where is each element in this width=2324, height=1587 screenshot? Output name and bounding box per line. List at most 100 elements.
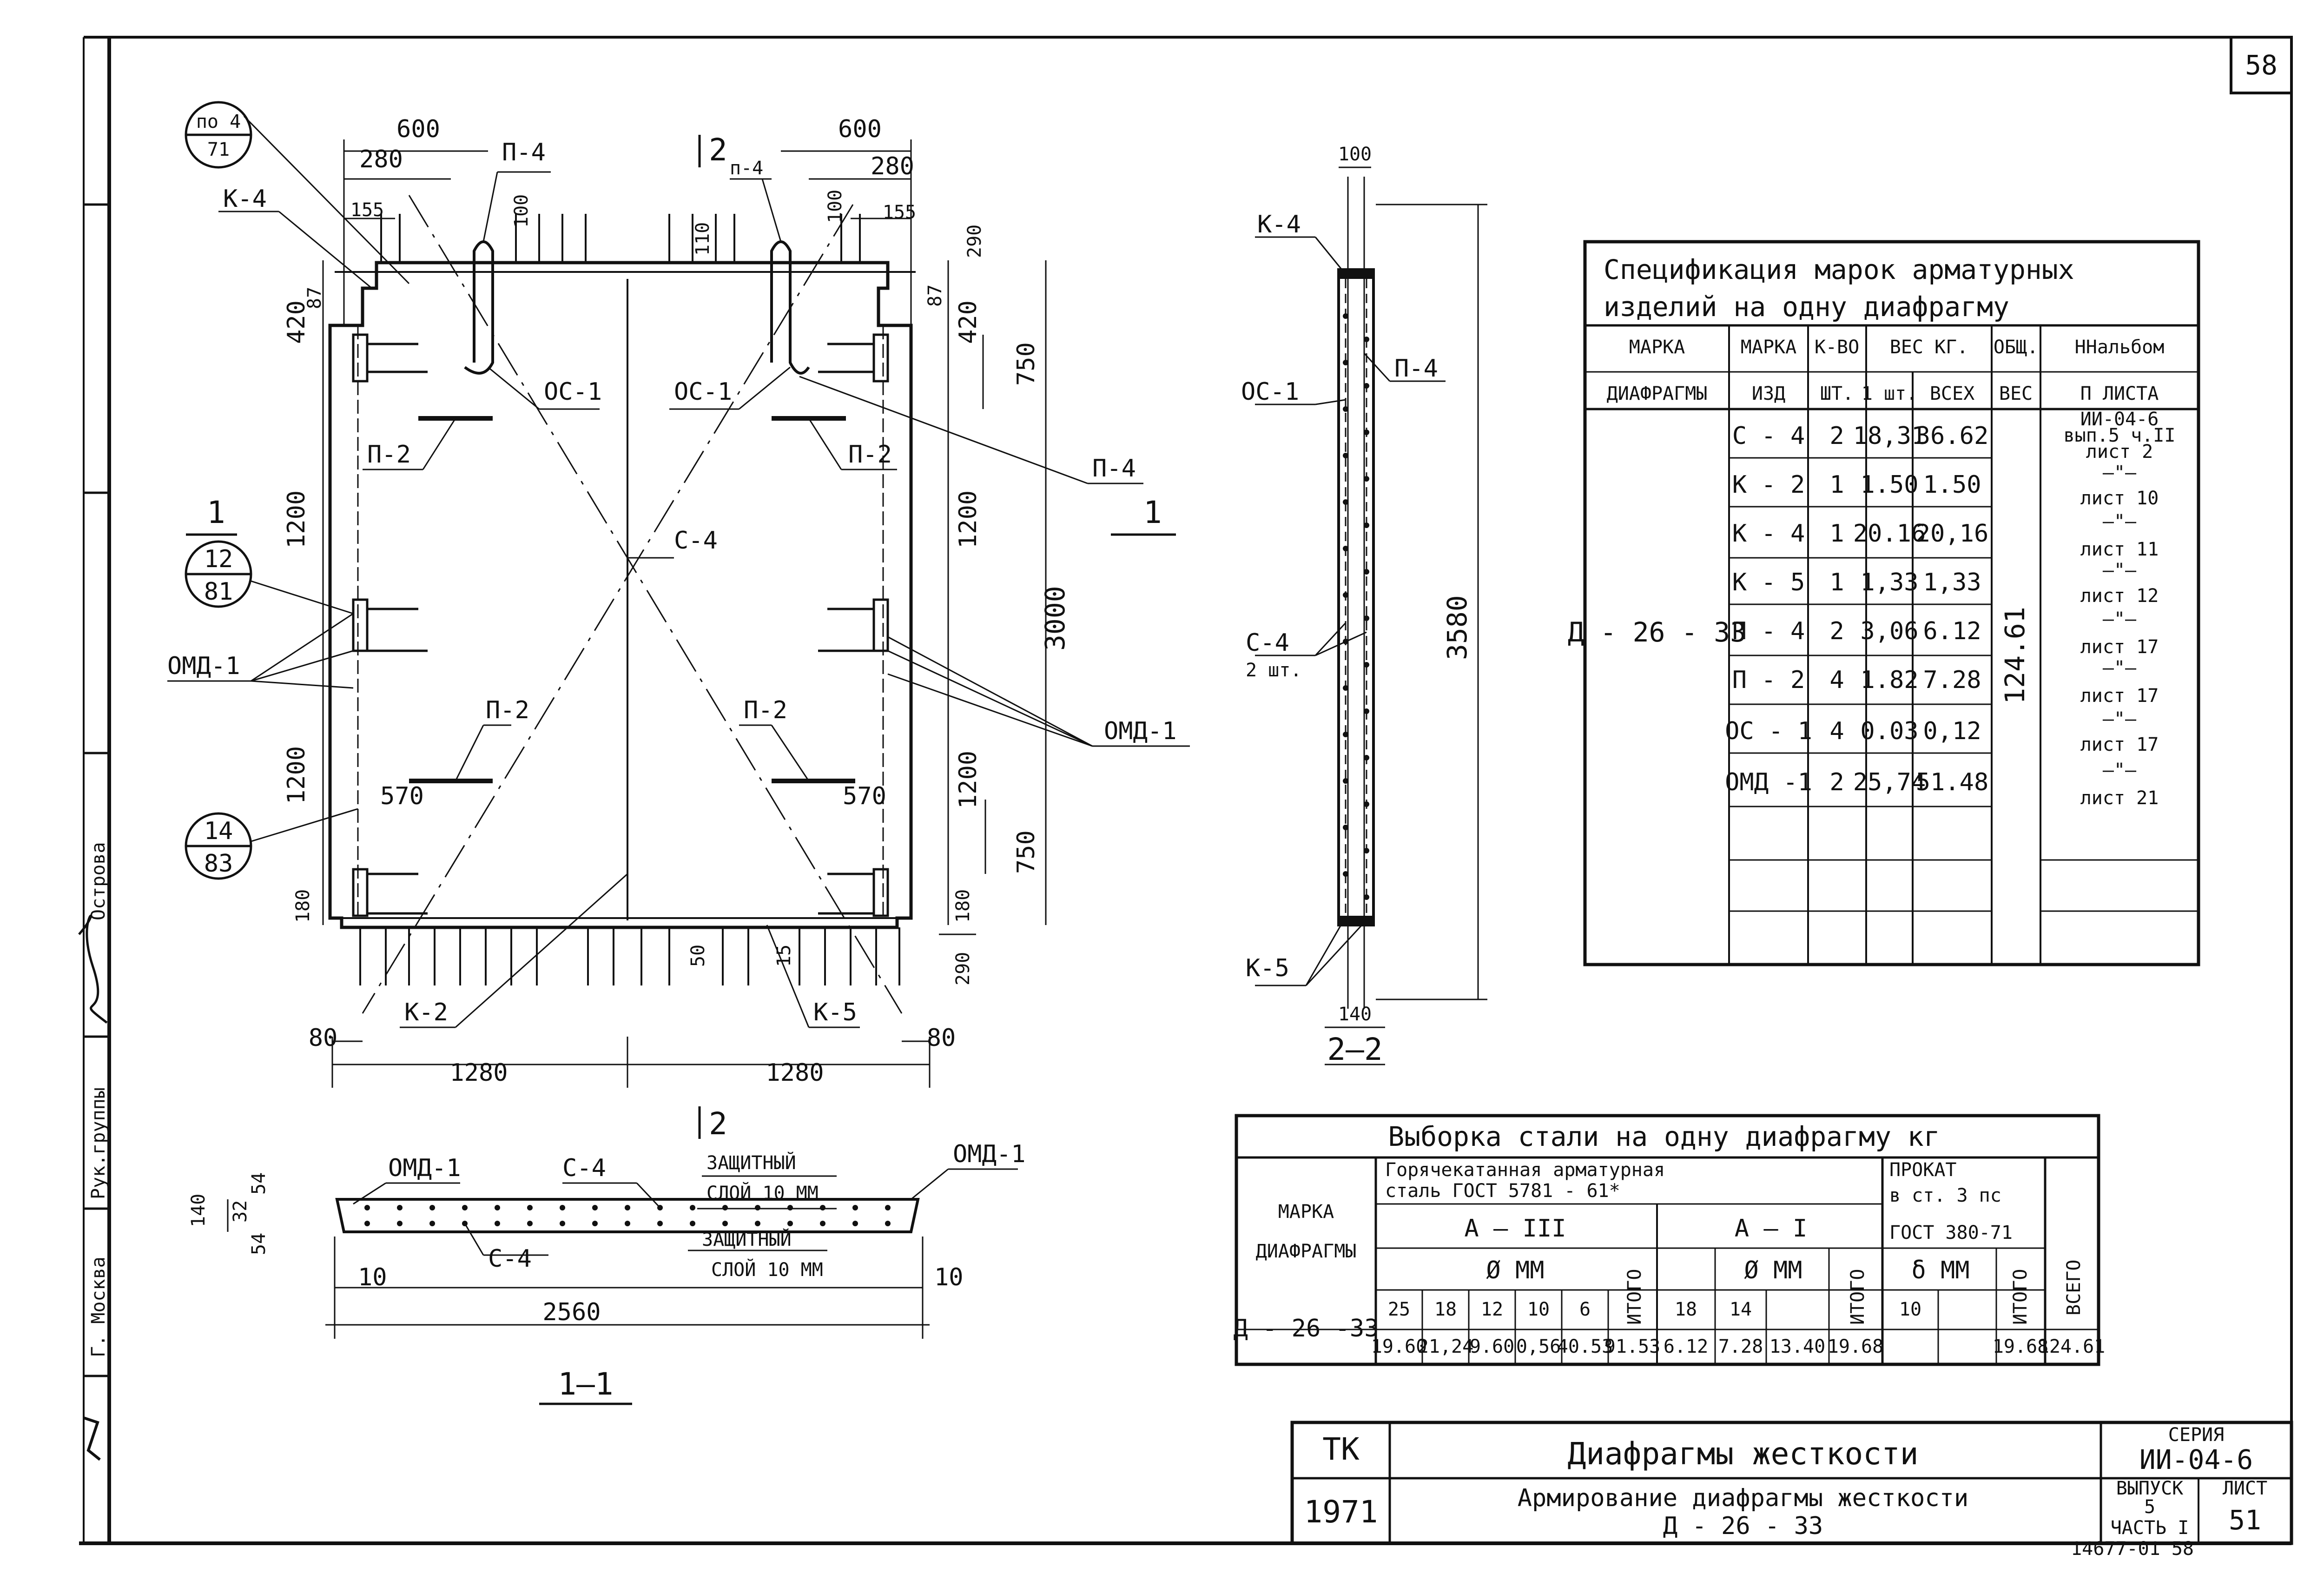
spec-r2-count: 1 xyxy=(1829,520,1844,548)
sheet-number: 58 xyxy=(2245,49,2278,81)
s22-label-c4: С-4 xyxy=(1246,629,1289,657)
label-k2: К-2 xyxy=(404,998,448,1026)
section-2-top: 2 xyxy=(709,132,727,168)
dim-110: 110 xyxy=(692,222,713,256)
steel-itogo-rolled: ИТОГО xyxy=(2010,1269,2031,1325)
bottom-code: 14677-01 58 xyxy=(2071,1538,2194,1560)
dim-420-right: 420 xyxy=(954,300,982,344)
callout-mid-upper: 12 xyxy=(204,545,233,573)
steel-dia-a1: Ø ММ xyxy=(1744,1256,1802,1284)
dim-1280-right: 1280 xyxy=(766,1059,824,1087)
spec-h-weight: ВЕС КГ. xyxy=(1890,337,1968,358)
spec-r4-w1: 3,06 xyxy=(1860,617,1918,645)
s11-c4-top: С-4 xyxy=(562,1154,606,1182)
label-os1-left: ОС-1 xyxy=(544,378,602,406)
steel-vsego: ВСЕГО xyxy=(2063,1260,2085,1316)
steel-mark-1: МАРКА xyxy=(1278,1201,1334,1223)
spec-h-total-2: ВЕС xyxy=(1999,383,2033,404)
title-block xyxy=(1290,1421,2293,1545)
spec-r5-count: 4 xyxy=(1829,666,1844,694)
s11-dim-2560: 2560 xyxy=(542,1298,601,1326)
dim-3000: 3000 xyxy=(1039,586,1071,651)
steel-v3: 0,56 xyxy=(1516,1336,1561,1357)
steel-size-delta-10: 10 xyxy=(1899,1299,1921,1320)
tb-year: 1971 xyxy=(1304,1494,1378,1530)
spec-r1-item: К - 2 xyxy=(1732,471,1805,499)
side-stamp: Острова Рук.группы Г. Москва xyxy=(78,842,109,1461)
dim-100-right: 100 xyxy=(825,190,846,223)
callout-texts: по 4 71 12 81 14 83 xyxy=(196,111,241,878)
steel-title: Выборка стали на одну диафрагму кг xyxy=(1388,1121,1940,1152)
dim-100-left: 100 xyxy=(511,194,532,228)
steel-v5: 91.53 xyxy=(1604,1336,1660,1357)
dim-750-top: 750 xyxy=(1012,342,1040,386)
label-p2-upper-left: П-2 xyxy=(367,441,411,469)
tb-series-label: СЕРИЯ xyxy=(2168,1424,2224,1446)
steel-v1: 21,24 xyxy=(1418,1336,1473,1357)
spec-r5-wall: 7.28 xyxy=(1923,666,1981,694)
spec-r7-wall: 51.48 xyxy=(1916,768,1989,796)
spec-r3-count: 1 xyxy=(1829,569,1844,596)
stamp-moskva: Г. Москва xyxy=(88,1256,109,1357)
steel-itogo-a1: ИТОГО xyxy=(1847,1269,1868,1325)
dim-80-right: 80 xyxy=(927,1024,956,1052)
steel-size-10: 10 xyxy=(1527,1299,1550,1320)
spec-table xyxy=(1583,240,2200,966)
dim-570-left: 570 xyxy=(380,782,424,810)
section-1-left: 1 xyxy=(207,495,225,530)
spec-r4-item: П - 4 xyxy=(1732,617,1805,645)
spec-r3-wall: 1,33 xyxy=(1923,569,1981,596)
dim-50: 50 xyxy=(687,945,709,967)
dim-87-left: 87 xyxy=(304,287,325,309)
s11-title: 1—1 xyxy=(558,1366,613,1402)
dim-80-left: 80 xyxy=(309,1024,338,1052)
steel-v8: 13.40 xyxy=(1769,1336,1825,1357)
steel-size-a1-14: 14 xyxy=(1730,1299,1752,1320)
s22-label-k5: К-5 xyxy=(1246,954,1289,982)
spec-r4-count: 2 xyxy=(1829,617,1844,645)
spec-h-mark-2: ДИАФРАГМЫ xyxy=(1607,383,1708,404)
tb-subtitle-2: Д - 26 - 33 xyxy=(1663,1512,1823,1540)
spec-r0-ref1: ИИ-04-6 xyxy=(2080,409,2159,430)
plan-dimension-texts: 600 280 155 100 600 280 155 100 87 420 1… xyxy=(283,115,1071,1087)
s22-label-k4: К-4 xyxy=(1257,211,1301,238)
section-1-1: ОМД-1 С-4 С-4 ЗАЩИТНЫЙ СЛОЙ 10 ММ ЗАЩИТН… xyxy=(188,1140,1026,1405)
label-omd1-right: ОМД-1 xyxy=(1104,717,1177,745)
spec-total-weight: 124.61 xyxy=(1999,607,2031,704)
spec-r5-ref2: лист 17 xyxy=(2080,685,2159,707)
spec-r5-w1: 1.82 xyxy=(1860,666,1918,694)
steel-mark: Д - 26 -33 xyxy=(1233,1315,1379,1342)
callout-mid-lower: 81 xyxy=(204,578,233,606)
spec-r0-count: 2 xyxy=(1829,422,1844,450)
steel-itogo-a3: ИТОГО xyxy=(1624,1269,1645,1325)
steel-size-18: 18 xyxy=(1434,1299,1457,1320)
section-markers: 2 2 1 1 xyxy=(186,132,1176,1142)
tb-series-value: ИИ-04-6 xyxy=(2139,1444,2253,1475)
spec-title-2: изделий на одну диафрагму xyxy=(1604,291,2009,323)
label-os1-right: ОС-1 xyxy=(674,378,732,406)
steel-size-25: 25 xyxy=(1388,1299,1410,1320)
dim-87-right: 87 xyxy=(924,284,946,307)
steel-mark-2: ДИАФРАГМЫ xyxy=(1256,1241,1357,1262)
tb-sheet-value: 51 xyxy=(2229,1504,2261,1536)
plan-labels: К-4 П-4 п-4 ОС-1 ОС-1 П-2 П-2 П-4 С-4 ОМ… xyxy=(167,139,1177,1026)
s22-label-p4: П-4 xyxy=(1394,355,1438,383)
s22-label-c4-count: 2 шт. xyxy=(1246,660,1301,681)
spec-r4-wall: 6.12 xyxy=(1923,617,1981,645)
s11-c4-bottom: С-4 xyxy=(488,1245,532,1273)
spec-table-text: Спецификация марок арматурных изделий на… xyxy=(1568,254,2175,809)
s11-dim-140: 140 xyxy=(188,1194,209,1227)
spec-r6-count: 4 xyxy=(1829,717,1844,745)
spec-r2-ref1: —"— xyxy=(2103,511,2137,532)
spec-r6-ref2: лист 17 xyxy=(2080,734,2159,755)
s11-layer-bot-1: ЗАЩИТНЫЙ xyxy=(702,1228,792,1250)
steel-v7: 7.28 xyxy=(1718,1336,1763,1357)
spec-h-w-all: ВСЕХ xyxy=(1930,383,1974,404)
dim-750-bottom: 750 xyxy=(1012,830,1040,874)
spec-r6-w1: 0.03 xyxy=(1860,717,1918,745)
spec-r2-item: К - 4 xyxy=(1732,520,1805,548)
label-k4: К-4 xyxy=(223,185,267,213)
spec-r7-count: 2 xyxy=(1829,768,1844,796)
spec-h-item-2: ИЗД xyxy=(1752,383,1785,404)
